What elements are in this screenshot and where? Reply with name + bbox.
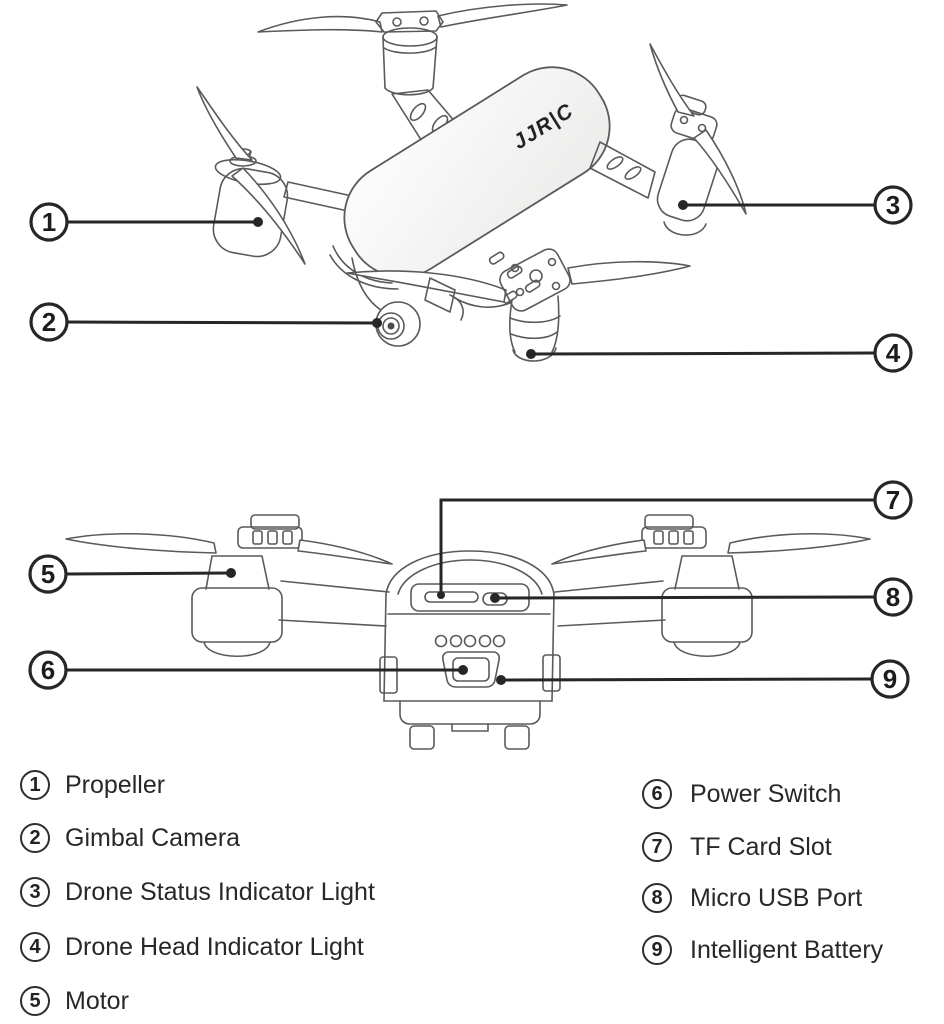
diagram-artwork: JJR|C (28, 3, 913, 750)
callout-4-marker (873, 333, 913, 373)
front-motor-pod (346, 248, 691, 362)
callout-3-marker (873, 185, 913, 225)
canopy: JJR|C (329, 66, 611, 290)
legend-number-badge: 2 (20, 823, 50, 853)
callout-9-marker (870, 659, 910, 699)
legend-label: Intelligent Battery (690, 935, 884, 964)
drone-bottom-view (65, 514, 871, 750)
legend-label: Drone Status Indicator Light (65, 877, 375, 906)
legend-label: Micro USB Port (690, 883, 863, 912)
legend-label: TF Card Slot (690, 832, 832, 861)
legend-item-motor: 5 Motor (20, 986, 129, 1016)
callout-2-marker (29, 302, 69, 342)
legend-number-badge: 5 (20, 986, 50, 1016)
legend-item-propeller: 1 Propeller (20, 770, 165, 800)
callout-7-marker (873, 480, 913, 520)
left-motor-pod (196, 86, 306, 265)
legend-label: Gimbal Camera (65, 823, 241, 852)
bottom-left-motor (65, 514, 393, 658)
callout-8: 8 (490, 577, 913, 617)
legend-label: Motor (65, 986, 129, 1015)
callout-2: 2 (29, 302, 382, 342)
callout-7: 7 (437, 480, 913, 599)
svg-text:7: 7 (886, 485, 900, 515)
legend-label: Drone Head Indicator Light (65, 932, 364, 961)
legend-label: Propeller (65, 770, 166, 799)
power-switch (441, 651, 501, 688)
callout-9: 9 (496, 659, 910, 699)
legend-number-badge: 9 (642, 935, 672, 965)
svg-text:6: 6 (41, 655, 55, 685)
legend-item-drone-status-indicator-light: 3 Drone Status Indicator Light (20, 877, 375, 907)
svg-text:3: 3 (886, 190, 900, 220)
svg-text:9: 9 (883, 664, 897, 694)
legend-item-gimbal-camera: 2 Gimbal Camera (20, 823, 240, 853)
left-arm (283, 181, 353, 212)
svg-text:2: 2 (42, 307, 56, 337)
legend-number-badge: 3 (20, 877, 50, 907)
battery-led-indicators (434, 634, 506, 648)
tf-card-slot (424, 591, 479, 603)
svg-text:4: 4 (886, 338, 901, 368)
callout-4: 4 (526, 333, 913, 373)
bottom-right-motor (551, 514, 871, 658)
legend-item-drone-head-indicator-light: 4 Drone Head Indicator Light (20, 932, 364, 962)
legend-item-intelligent-battery: 9 Intelligent Battery (642, 935, 883, 965)
legend-number-badge: 8 (642, 883, 672, 913)
svg-text:8: 8 (886, 582, 900, 612)
callout-5: 5 (28, 554, 236, 594)
callout-1-marker (29, 202, 69, 242)
callout-3: 3 (678, 185, 913, 225)
callout-6-marker (28, 650, 68, 690)
svg-text:5: 5 (41, 559, 55, 589)
center-body (379, 550, 561, 750)
callout-1: 1 (29, 202, 263, 242)
battery-clip-right (542, 654, 561, 692)
battery-clip-left (379, 656, 398, 694)
legend-number-badge: 1 (20, 770, 50, 800)
legend-number-badge: 6 (642, 779, 672, 809)
svg-text:1: 1 (42, 207, 56, 237)
right-motor (589, 43, 747, 236)
callout-8-marker (873, 577, 913, 617)
legend-number-badge: 7 (642, 832, 672, 862)
legend-item-tf-card-slot: 7 TF Card Slot (642, 832, 832, 862)
drone-top-view: JJR|C (196, 3, 747, 362)
legend-item-power-switch: 6 Power Switch (642, 779, 841, 809)
legend-item-micro-usb-port: 8 Micro USB Port (642, 883, 862, 913)
callout-5-marker (28, 554, 68, 594)
callout-6: 6 (28, 650, 468, 690)
legend-number-badge: 4 (20, 932, 50, 962)
rear-propeller (257, 3, 568, 147)
legend-label: Power Switch (690, 779, 842, 808)
